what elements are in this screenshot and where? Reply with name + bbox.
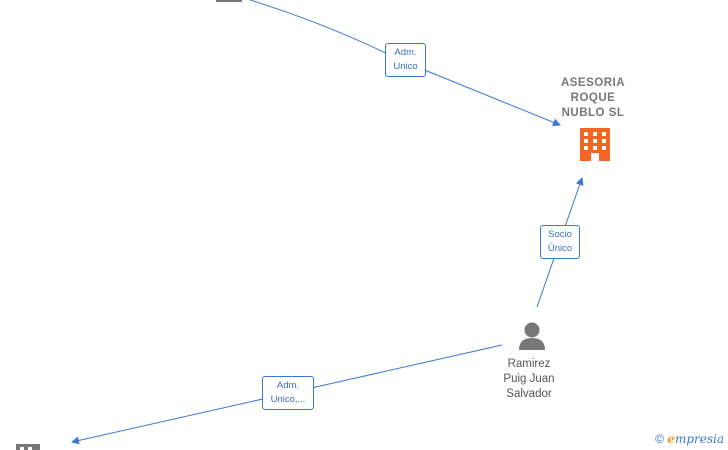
edge-label-line: Único <box>547 243 573 254</box>
partial-node-bottom-icon <box>16 444 40 450</box>
person-name[interactable]: Ramirez Puig Juan Salvador <box>484 357 574 402</box>
building-icon[interactable] <box>580 128 610 161</box>
edge-label-line: Adm. <box>394 47 417 58</box>
edge-label-line: Unico <box>393 61 418 72</box>
empresia-watermark: © empresia <box>655 432 724 446</box>
edge-label-socio-unico[interactable]: Socio Único <box>540 225 580 259</box>
partial-node-top-icon <box>216 0 242 2</box>
company-name-line: ROQUE <box>570 92 616 104</box>
person-name-line: Ramirez <box>507 358 551 370</box>
edge-label-line: Adm. <box>276 380 300 391</box>
edge-label-adm-unico-top[interactable]: Adm. Unico <box>385 43 426 77</box>
person-name-line: Puig Juan <box>503 373 555 385</box>
edge-label-line: Unico,... <box>270 394 306 405</box>
person-icon[interactable] <box>519 322 545 351</box>
company-name-line: ASESORIA <box>560 77 626 89</box>
company-name[interactable]: ASESORIA ROQUE NUBLO SL <box>548 76 638 121</box>
empresia-logo: empresia <box>667 432 724 446</box>
edge-label-line: Socio <box>548 229 572 240</box>
company-name-line: NUBLO SL <box>561 107 625 119</box>
person-name-line: Salvador <box>506 388 552 400</box>
edge-label-adm-unico-bottom[interactable]: Adm. Unico,... <box>262 376 314 410</box>
copyright-symbol: © <box>655 432 664 446</box>
